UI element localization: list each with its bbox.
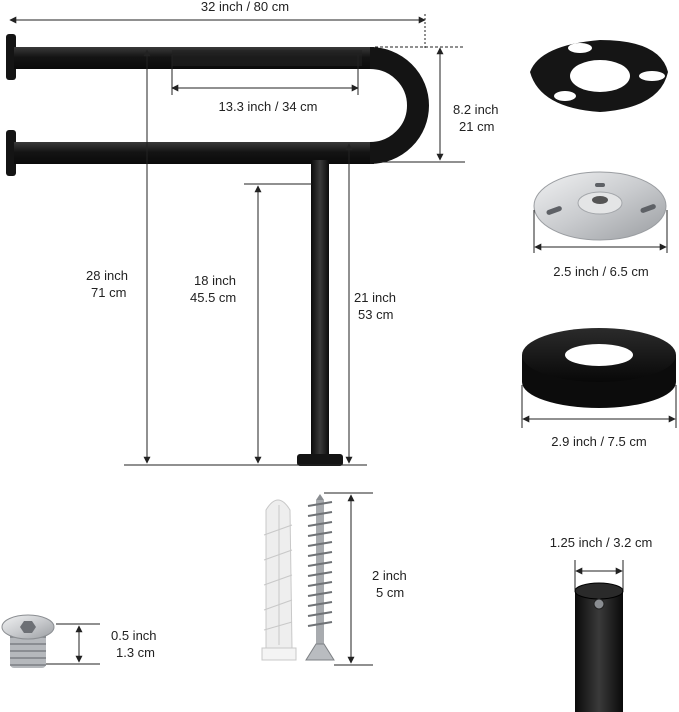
- bolt-length-inch-label: 0.5 inch: [111, 628, 157, 643]
- mounting-plate-icon: [533, 171, 667, 241]
- tube-end-icon: [574, 582, 624, 712]
- overall-width-label: 32 inch / 80 cm: [201, 0, 289, 14]
- leg-height-cm-label: 45.5 cm: [190, 290, 236, 305]
- bolt-length-cm-label: 1.3 cm: [116, 645, 155, 660]
- cover-dimension: [521, 385, 677, 428]
- plate-diameter-label: 2.5 inch / 6.5 cm: [553, 264, 648, 279]
- bolt-dimension: [46, 623, 100, 665]
- tube-diameter-label: 1.25 inch / 3.2 cm: [550, 535, 653, 550]
- inner-length-label: 13.3 inch / 34 cm: [219, 99, 318, 114]
- screw-icon: [305, 494, 335, 661]
- plate-dimension: [533, 210, 668, 253]
- bar-spacing-cm-label: 21 cm: [459, 119, 494, 134]
- leg-height-inch-label: 18 inch: [194, 273, 236, 288]
- bolt-icon: [1, 614, 55, 668]
- screw-dimension: [324, 492, 373, 666]
- screw-length-cm-label: 5 cm: [376, 585, 404, 600]
- lower-bar-height-inch-label: 21 inch: [354, 290, 396, 305]
- screw-length-inch-label: 2 inch: [372, 568, 407, 583]
- grab-bar: [6, 34, 429, 466]
- tube-dimension: [574, 560, 624, 590]
- total-height-cm-label: 71 cm: [91, 285, 126, 300]
- wall-anchor-icon: [261, 499, 297, 661]
- cover-diameter-label: 2.9 inch / 7.5 cm: [551, 434, 646, 449]
- support-leg: [311, 160, 329, 456]
- leg-foot: [297, 454, 343, 466]
- grip-texture: [172, 50, 362, 66]
- dimension-lines: [9, 14, 465, 466]
- gasket-icon: [530, 40, 668, 112]
- lower-bar-height-cm-label: 53 cm: [358, 307, 393, 322]
- lower-wall-flange: [6, 130, 16, 176]
- lower-bar: [14, 142, 374, 164]
- bar-spacing-inch-label: 8.2 inch: [453, 102, 499, 117]
- cover-ring-icon: [522, 328, 676, 408]
- u-bend: [369, 47, 429, 164]
- total-height-inch-label: 28 inch: [86, 268, 128, 283]
- upper-wall-flange: [6, 34, 16, 80]
